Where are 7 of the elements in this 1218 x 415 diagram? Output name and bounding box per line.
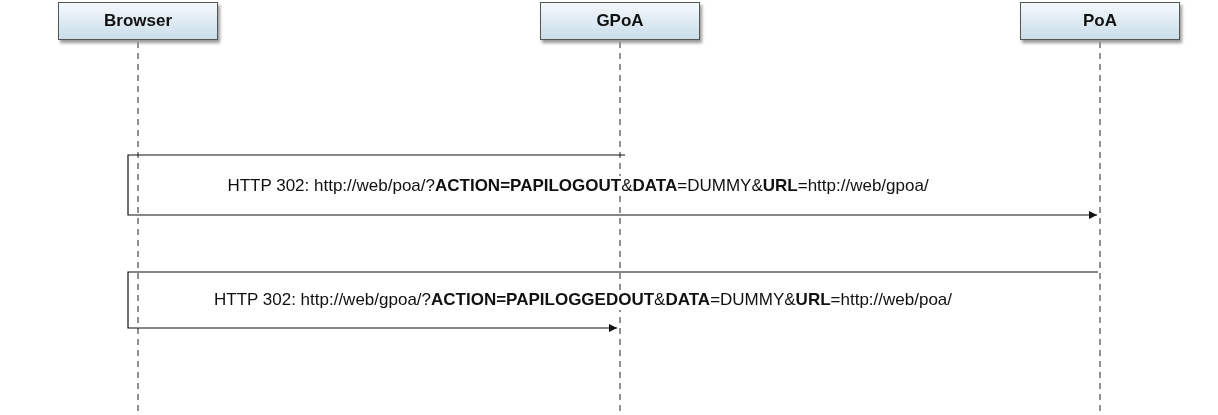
participant-box: GPoA	[540, 2, 700, 40]
message-arrow	[127, 154, 1098, 219]
edge-label: HTTP 302: http://web/gpoa/?ACTION=PAPILOGGEDOUT&DATA=DUMMY&URL=http://web/poa/	[212, 290, 954, 310]
message-arrow	[127, 271, 1099, 332]
participant-box: Browser	[58, 2, 218, 40]
edge-label: HTTP 302: http://web/poa/?ACTION=PAPILOGOUT&DATA=DUMMY&URL=http://web/gpoa/	[225, 176, 931, 196]
participant-box: PoA	[1020, 2, 1180, 40]
